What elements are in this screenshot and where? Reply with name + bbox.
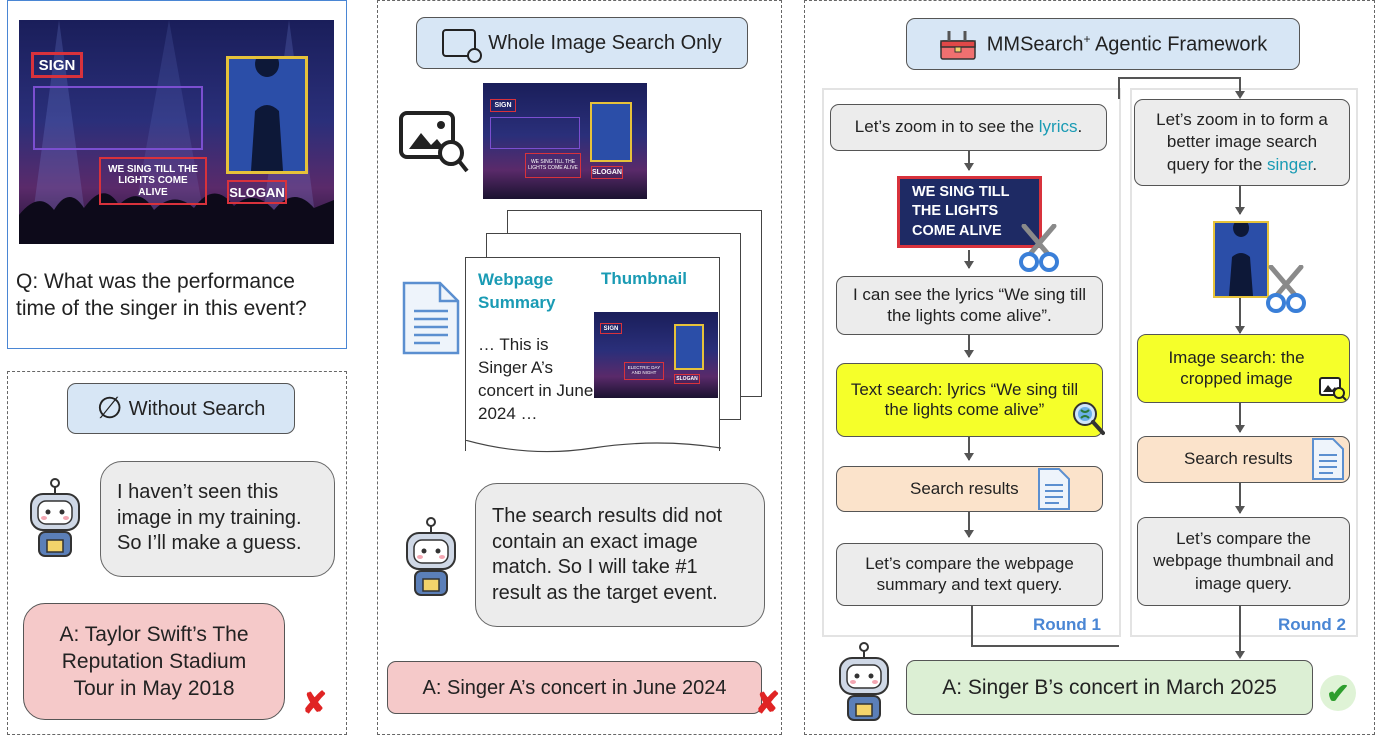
image-search-icon [1318,375,1348,401]
doc-heading-summary: Webpage Summary [478,270,556,312]
doc-front-wave [464,439,722,456]
round1-text-search-step: Text search: lyrics “We sing till the li… [836,363,1103,437]
query-image-thumb: SIGN WE SING TILL THE LIGHTS COME ALIVE … [483,83,647,199]
wrong-mark-icon: ✘ [755,687,781,720]
round2-zoom-highlight: singer [1267,154,1313,174]
scissors-icon [1018,223,1060,274]
whole-image-panel [377,0,782,735]
framework-title: MMSearch+ Agentic Framework [906,18,1300,70]
thumb-slogan-label: SLOGAN [591,166,623,179]
round2-zoom-pre: Let’s zoom in to form a better image sea… [1156,110,1328,174]
robot-icon [834,642,894,722]
flow-connectors [964,77,1245,659]
poster-slogan-label: SLOGAN [227,180,287,204]
whole-image-title: Whole Image Search Only [416,17,748,69]
poster-logo-box [33,86,203,150]
image-search-icon [442,29,483,63]
thumb-singer-portrait [590,102,632,162]
without-search-answer: A: Taylor Swift’s The Reputation Stadium… [23,603,285,720]
round2-image-search-step: Image search: the cropped image [1137,334,1350,403]
round1-compare-step: Let’s compare the webpage summary and te… [836,543,1103,606]
doc-thumb-sign: SIGN [600,323,622,334]
without-search-bubble: I haven’t seen this image in my training… [100,461,335,577]
singer-icon [251,51,283,171]
web-search-icon [1071,400,1105,436]
scissors-icon [1265,264,1307,315]
correct-check-glyph: ✔ [1326,677,1350,709]
framework-title-main: MMSearch [986,33,1084,56]
whole-image-title-label: Whole Image Search Only [488,32,722,54]
round2-label: Round 2 [1278,615,1346,634]
whole-image-bubble: The search results did not contain an ex… [475,483,765,627]
round1-zoom-post: . [1077,117,1083,137]
without-search-title-label: Without Search [128,397,266,420]
framework-title-rest: Agentic Framework [1090,33,1268,56]
poster-sign-label: SIGN [31,52,83,78]
singer-icon [1229,219,1253,296]
round2-zoom-step: Let’s zoom in to form a better image sea… [1134,99,1350,186]
singer-portrait [226,51,308,174]
round1-zoom-text: Let’s zoom in to see the lyrics. [855,117,1082,137]
large-image-search-icon [399,111,469,173]
thumb-sign-label: SIGN [490,99,516,112]
concert-poster: SIGN WE SING TILL THE LIGHTS COME ALIVE … [19,20,334,244]
doc-thumb-slogan: SLOGAN [674,374,700,384]
round2-cropped-singer [1213,219,1269,298]
framework-answer: A: Singer B’s concert in March 2025 [906,660,1313,715]
doc-heading-thumbnail: Thumbnail [601,269,687,288]
without-search-title: ∅ Without Search [67,383,295,434]
toolbox-icon [939,29,977,60]
thumb-logo-box [490,117,580,149]
round1-label: Round 1 [1033,615,1101,634]
round1-crop-text: WE SING TILL THE LIGHTS COME ALIVE [912,183,1010,239]
doc-thumb-electric-label: ELECTRIC DAY AND NIGHT [624,362,664,380]
robot-icon [401,517,461,597]
wrong-mark-icon: ✘ [302,687,328,720]
document-icon [1311,437,1345,481]
round2-compare-step: Let’s compare the webpage thumbnail and … [1137,517,1350,606]
round1-see-lyrics-step: I can see the lyrics “We sing till the l… [836,276,1103,335]
robot-icon [25,478,85,558]
round2-search-results-label: Search results [1184,449,1293,469]
round1-search-results-label: Search results [910,478,1019,498]
doc-summary-text: … This is Singer A’s concert in June 202… [478,335,594,423]
framework-panel [804,0,1375,735]
round2-box [1130,88,1358,637]
no-search-icon: ∅ [96,391,123,425]
doc-thumb-singer [674,324,704,370]
round2-zoom-text: Let’s zoom in to form a better image sea… [1145,109,1339,175]
framework-title-label: MMSearch+ Agentic Framework [987,32,1267,57]
round2-zoom-post: . [1312,154,1318,174]
question-panel [7,0,347,349]
correct-check-icon: ✔ [1320,675,1356,711]
round1-zoom-step: Let’s zoom in to see the lyrics. [830,104,1107,151]
round1-cropped-lyrics: WE SING TILL THE LIGHTS COME ALIVE [897,176,1042,248]
poster-lyrics-label: WE SING TILL THE LIGHTS COME ALIVE [99,157,207,205]
document-icon [1037,467,1071,511]
question-text: Q: What was the performance time of the … [16,270,307,321]
document-icon [400,281,462,355]
without-search-panel [7,371,347,735]
whole-image-answer: A: Singer A’s concert in June 2024 [387,661,762,714]
round1-zoom-pre: Let’s zoom in to see the [854,117,1039,137]
thumb-lyrics-label: WE SING TILL THE LIGHTS COME ALIVE [525,153,581,178]
round1-zoom-highlight: lyrics [1038,117,1078,137]
doc-thumbnail-image: SIGN ELECTRIC DAY AND NIGHT SLOGAN [594,312,718,398]
stage-lights-icon [19,20,334,244]
framework-title-sup: + [1083,31,1091,46]
